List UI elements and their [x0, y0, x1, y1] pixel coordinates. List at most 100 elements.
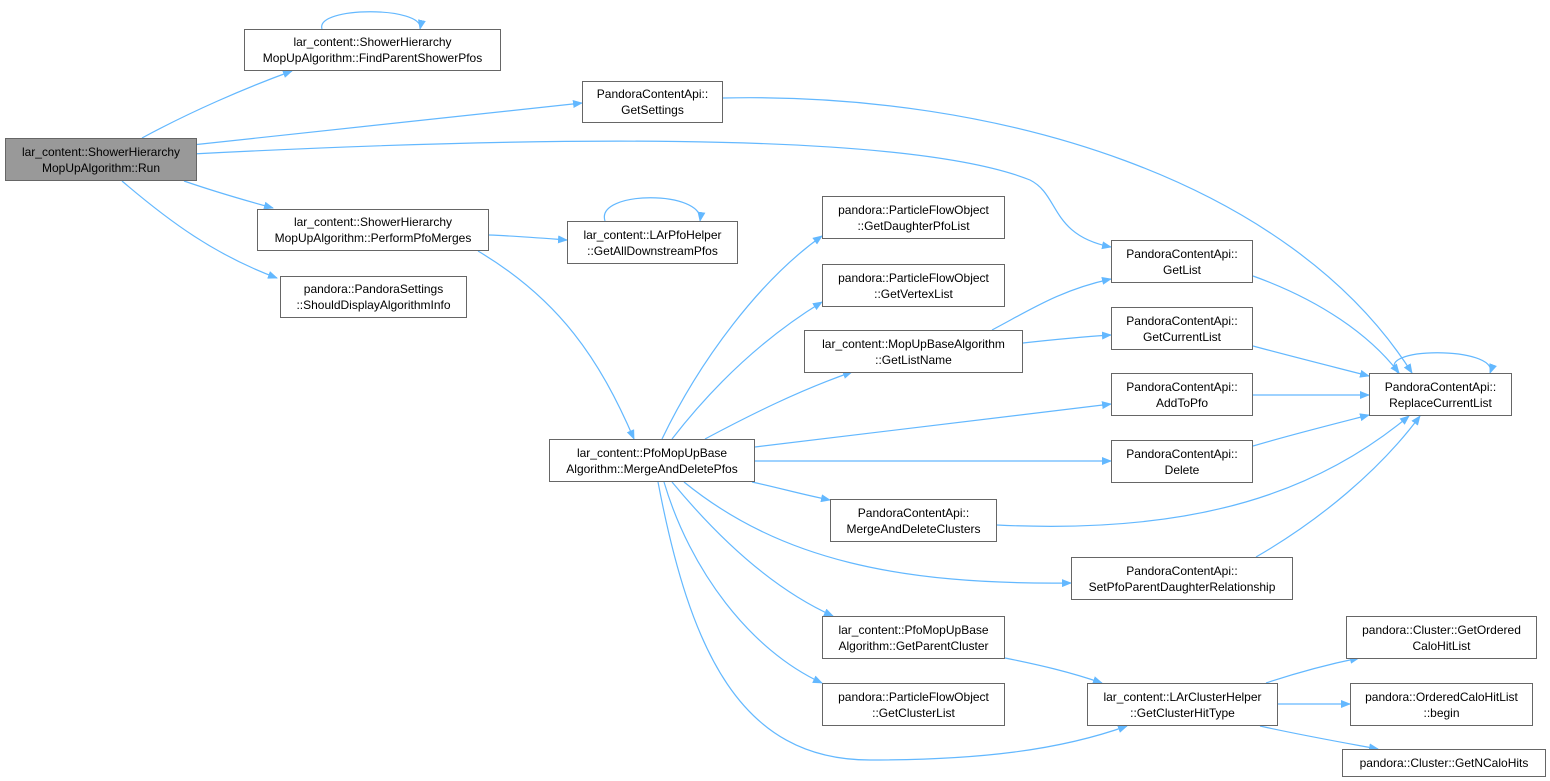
edge-merge_delete_pfos-to-get_daughter	[661, 235, 823, 440]
edge-get_parent_cluster-to-get_cluster_hit_type	[1004, 657, 1103, 684]
edge-merge_delete_pfos-to-get_list_name	[704, 371, 853, 440]
edge-run-to-should_display	[121, 180, 278, 279]
node-label-line: Delete	[1164, 462, 1200, 477]
edge-run-to-get_settings	[191, 100, 583, 146]
edge-layer	[121, 11, 1497, 761]
node-label-line: pandora::ParticleFlowObject	[838, 270, 989, 285]
node-label-line: AddToPfo	[1155, 395, 1209, 410]
node-get-daughter[interactable]: pandora::ParticleFlowObject::GetDaughter…	[822, 196, 1005, 239]
node-ordered-begin[interactable]: pandora::OrderedCaloHitList::begin	[1350, 683, 1533, 726]
node-label-line: ::GetClusterHitType	[1130, 705, 1235, 720]
edge-merge_delete_pfos-to-set_parent_daughter	[683, 481, 1072, 588]
edge-merge_delete_pfos-to-get_vertex	[671, 301, 823, 440]
node-label-line: PandoraContentApi::	[1384, 379, 1497, 394]
edge-merge_delete_clusters-to-replace_current	[996, 415, 1410, 527]
edge-merge_delete_pfos-to-get_cluster_hit_type	[657, 481, 1128, 761]
node-label-line: pandora::Cluster::GetNCaloHits	[1359, 756, 1529, 770]
node-label-line: GetSettings	[621, 103, 684, 117]
edge-merge_delete_pfos-to-add_to_pfo	[754, 401, 1112, 448]
node-label-line: pandora::ParticleFlowObject	[838, 202, 989, 217]
node-label-line: lar_content::ShowerHierarchy	[21, 144, 181, 159]
edge-run-to-perform_merges	[183, 180, 274, 210]
node-label-line: Algorithm::GetParentCluster	[838, 638, 989, 653]
node-label-line: lar_content::MopUpBaseAlgorithm	[822, 336, 1005, 351]
node-replace-current[interactable]: PandoraContentApi::ReplaceCurrentList	[1369, 373, 1512, 416]
node-label-line: lar_content::LArClusterHelper	[1103, 689, 1262, 704]
node-get-settings[interactable]: PandoraContentApi::GetSettings	[582, 81, 723, 123]
node-should-display[interactable]: pandora::PandoraSettings::ShouldDisplayA…	[280, 276, 467, 318]
node-label-line: ::GetAllDownstreamPfos	[587, 243, 718, 258]
node-label-line: MergeAndDeleteClusters	[846, 521, 981, 536]
edge-get_current_list-to-replace_current	[1252, 345, 1370, 378]
node-label-line: pandora::ParticleFlowObject	[838, 689, 989, 704]
node-label-line: GetList	[1162, 262, 1201, 277]
node-label-line: PandoraContentApi::	[1126, 379, 1238, 394]
node-get-list-name[interactable]: lar_content::MopUpBaseAlgorithm::GetList…	[804, 330, 1023, 373]
edge-merge_delete_pfos-to-merge_delete_clusters	[751, 481, 831, 503]
edge-get_all_downstream-to-get_all_downstream	[604, 197, 706, 222]
node-label-line: lar_content::ShowerHierarchy	[293, 35, 452, 49]
node-label-line: MopUpAlgorithm::FindParentShowerPfos	[262, 51, 483, 65]
node-set-parent-daughter[interactable]: PandoraContentApi::SetPfoParentDaughterR…	[1071, 557, 1293, 600]
node-label-line: PandoraContentApi::	[596, 87, 709, 101]
node-label-line: pandora::PandoraSettings	[303, 282, 444, 296]
node-label-line: pandora::OrderedCaloHitList	[1365, 689, 1518, 704]
edge-get_cluster_hit_type-to-get_n_calo_hits	[1259, 725, 1379, 752]
edge-get_settings-to-replace_current	[722, 97, 1413, 374]
edge-delete-to-replace_current	[1252, 413, 1370, 447]
node-label-line: MopUpAlgorithm::Run	[41, 160, 161, 175]
node-label-line: CaloHitList	[1412, 638, 1471, 653]
node-label-line: GetCurrentList	[1142, 329, 1222, 344]
node-get-list[interactable]: PandoraContentApi::GetList	[1111, 240, 1253, 283]
node-label-line: ::ShouldDisplayAlgorithmInfo	[296, 298, 451, 312]
edge-find_parent-to-find_parent	[321, 11, 426, 30]
edge-get_cluster_hit_type-to-get_ordered_calo	[1265, 655, 1360, 684]
node-get-all-downstream[interactable]: lar_content::LArPfoHelper::GetAllDownstr…	[567, 221, 738, 264]
edge-perform_merges-to-get_all_downstream	[488, 234, 568, 244]
node-label-line: PandoraContentApi::	[1126, 563, 1238, 578]
node-label-line: ::begin	[1423, 705, 1460, 720]
node-get-cluster-hit-type[interactable]: lar_content::LArClusterHelper::GetCluste…	[1087, 683, 1278, 726]
node-label-line: Algorithm::MergeAndDeletePfos	[566, 461, 738, 476]
node-label-line: lar_content::LArPfoHelper	[583, 227, 722, 242]
node-get-n-calo-hits[interactable]: pandora::Cluster::GetNCaloHits	[1342, 749, 1546, 777]
edge-merge_delete_pfos-to-get_cluster_list	[663, 481, 823, 684]
node-label-line: ::GetClusterList	[872, 705, 955, 720]
node-merge-delete-clusters[interactable]: PandoraContentApi::MergeAndDeleteCluster…	[830, 499, 997, 542]
node-label-line: MopUpAlgorithm::PerformPfoMerges	[274, 231, 472, 245]
node-label-line: PandoraContentApi::	[1126, 246, 1238, 261]
node-label-line: PandoraContentApi::	[1126, 446, 1238, 461]
edge-get_list_name-to-get_list	[991, 276, 1112, 331]
node-label-line: ::GetDaughterPfoList	[857, 218, 970, 233]
node-label-line: ::GetVertexList	[874, 286, 953, 301]
node-label-line: PandoraContentApi::	[1126, 313, 1238, 328]
node-label-line: lar_content::ShowerHierarchy	[293, 215, 453, 229]
node-label-line: ReplaceCurrentList	[1389, 395, 1492, 410]
edge-get_list-to-replace_current	[1252, 275, 1400, 374]
node-get-vertex[interactable]: pandora::ParticleFlowObject::GetVertexLi…	[822, 264, 1005, 307]
node-get-current-list[interactable]: PandoraContentApi::GetCurrentList	[1111, 307, 1253, 350]
edge-run-to-find_parent	[141, 70, 293, 139]
node-delete[interactable]: PandoraContentApi::Delete	[1111, 440, 1253, 483]
node-label-line: SetPfoParentDaughterRelationship	[1088, 579, 1276, 594]
node-add-to-pfo[interactable]: PandoraContentApi::AddToPfo	[1111, 373, 1253, 416]
node-label-line: lar_content::PfoMopUpBase	[576, 445, 728, 460]
node-get-cluster-list[interactable]: pandora::ParticleFlowObject::GetClusterL…	[822, 683, 1005, 726]
edge-perform_merges-to-merge_delete_pfos	[477, 250, 635, 440]
node-label-line: lar_content::PfoMopUpBase	[838, 622, 989, 637]
edge-run-to-get_list	[191, 140, 1112, 250]
edge-merge_delete_pfos-to-get_parent_cluster	[671, 481, 834, 617]
edge-set_parent_daughter-to-replace_current	[1255, 415, 1421, 558]
edge-get_list_name-to-get_current_list	[1022, 331, 1112, 344]
node-label-line: ::GetListName	[875, 352, 952, 367]
node-label-line: pandora::Cluster::GetOrdered	[1362, 622, 1521, 637]
edge-replace_current-to-replace_current	[1393, 352, 1497, 374]
node-label-line: PandoraContentApi::	[857, 505, 970, 520]
